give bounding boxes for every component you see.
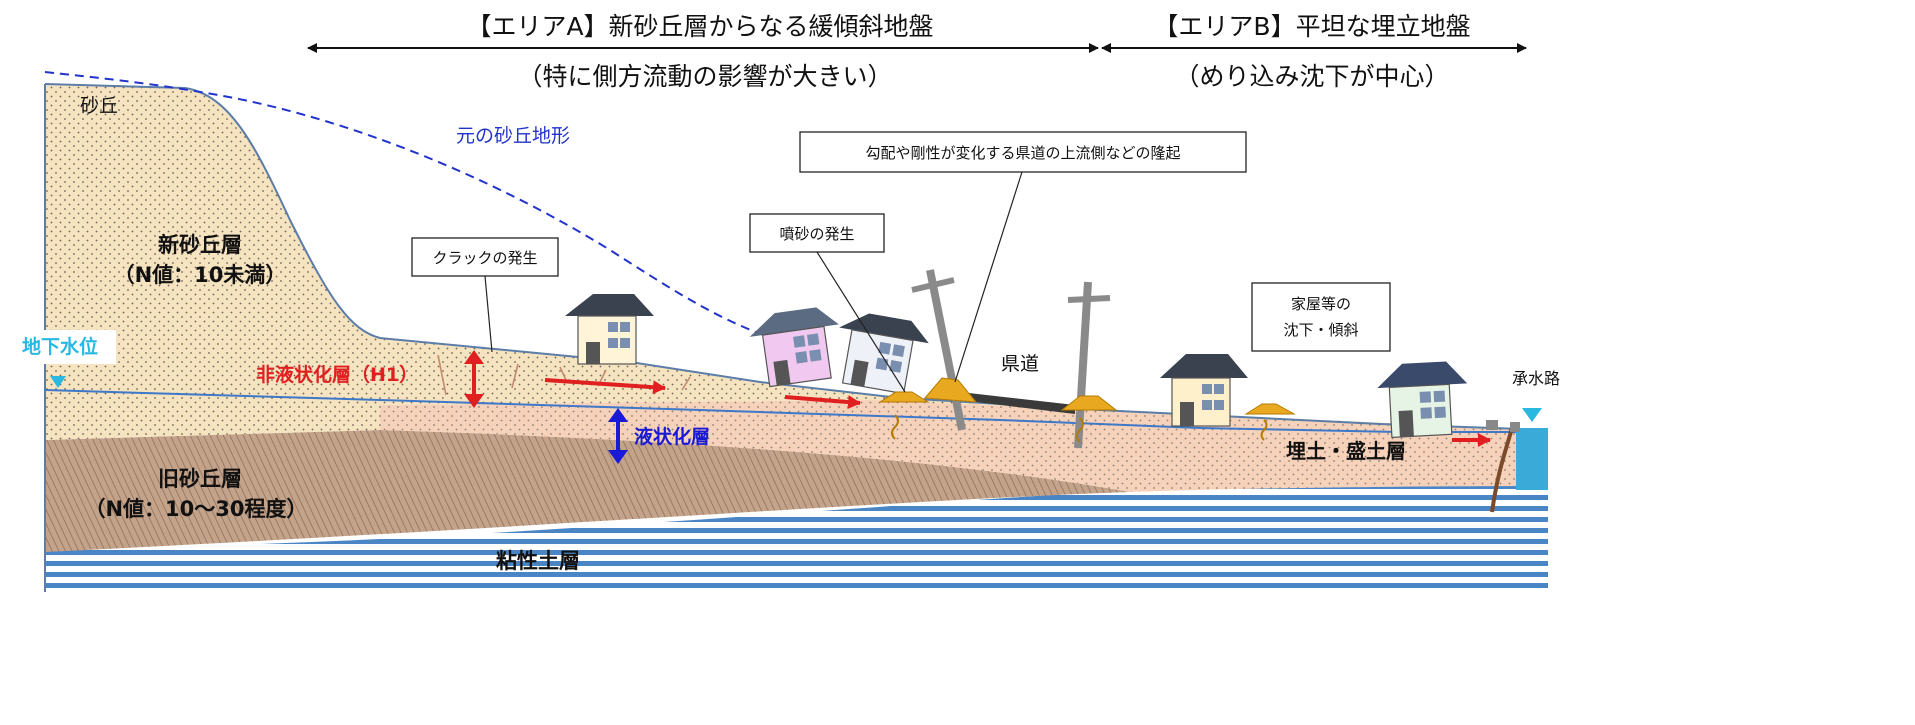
svg-text:噴砂の発生: 噴砂の発生 [779,225,854,243]
original-dune-terrain-line [44,71,773,339]
liquefied-thickness-arrow [608,408,628,464]
crack-callout: クラックの発生 [411,237,559,353]
area-b-subtitle: （めり込み沈下が中心） [1174,62,1449,91]
liquefied-layer-label: 液状化層 [634,425,710,448]
dune-label: 砂丘 [80,95,118,117]
liquefaction-cross-section: 【エリアA】新砂丘層からなる緩傾斜地盤 （特に側方流動の影響が大きい） 【エリア… [4,12,1561,592]
waterway [1486,408,1548,513]
svg-text:地下水位: 地下水位 [22,335,98,358]
original-dune-label: 元の砂丘地形 [456,125,570,147]
old-dune-n-value: （N値：10～30程度） [84,497,307,521]
svg-text:家屋等の: 家屋等の [1291,295,1351,313]
lateral-flow-arrow-1 [544,378,666,395]
uplift-callout: 勾配や剛性が変化する県道の上流側などの隆起 [799,131,1247,383]
groundwater-label-box: 地下水位 [4,330,116,364]
area-b-title: 【エリアB】平坦な埋立地盤 [1153,12,1470,41]
non-liquefied-layer-label: 非液状化層（H1） [256,363,418,386]
area-a-subtitle: （特に側方流動の影響が大きい） [517,62,892,91]
lateral-flow-arrow-2 [784,395,861,410]
fill-layer-label: 埋土・盛土層 [1286,439,1406,463]
utility-pole [1067,281,1111,449]
clay-layer-label: 粘性土層 [496,549,580,573]
new-dune-layer-label: 新砂丘層 [158,233,242,257]
sand-boil-callout: 噴砂の発生 [749,213,906,393]
fill-layer-texture [380,400,1548,492]
clay-layer [45,486,1548,592]
new-dune-n-value: （N値：10未満） [114,263,287,287]
old-dune-layer [45,430,1130,552]
house-4 [1160,354,1248,427]
house-1 [565,294,654,365]
prefectural-road-label: 県道 [1001,353,1039,375]
svg-text:クラックの発生: クラックの発生 [432,249,537,267]
house-2-tilted [749,307,839,388]
svg-text:沈下・傾斜: 沈下・傾斜 [1283,321,1358,339]
house-5 [1377,361,1468,439]
svg-text:勾配や剛性が変化する県道の上流側などの隆起: 勾配や剛性が変化する県道の上流側などの隆起 [865,144,1180,162]
new-dune-texture [45,84,1548,440]
prefectural-road [960,392,1075,414]
cross-section-diagram: 【エリアA】新砂丘層からなる緩傾斜地盤 （特に側方流動の影響が大きい） 【エリア… [4,12,1561,592]
sand-boils [878,377,1296,443]
groundwater-marker-icon [50,376,66,388]
house-3-tilted [839,313,929,395]
utility-pole-tilted [911,269,966,431]
waterway-label: 承水路 [1512,369,1560,388]
ground-surface [44,83,1549,431]
old-dune-layer-label: 旧砂丘層 [158,467,242,491]
area-a-title: 【エリアA】新砂丘層からなる緩傾斜地盤 [466,12,933,41]
non-liquefied-thickness-arrow [464,350,484,408]
houses-settlement-callout: 家屋等の 沈下・傾斜 [1251,282,1391,352]
